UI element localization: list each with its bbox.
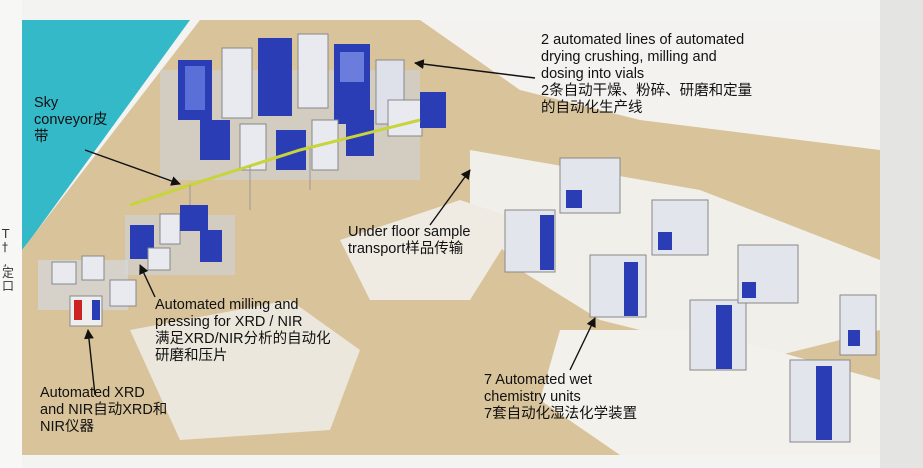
callout-line: 满足XRD/NIR分析的自动化 bbox=[155, 331, 331, 347]
callout-line: 2 automated lines of automated bbox=[541, 32, 745, 48]
callout-line: transport样品传输 bbox=[348, 241, 464, 257]
callout-sky-conveyor: Sky conveyor皮 带 bbox=[34, 95, 107, 146]
arrow-xrd-nir bbox=[84, 329, 96, 396]
callout-line: dosing into vials bbox=[541, 66, 645, 82]
callout-line: 研磨和压片 bbox=[155, 348, 228, 364]
callout-line: Automated XRD bbox=[40, 385, 145, 401]
edge-fragment: 定 bbox=[2, 266, 15, 280]
wet-chemistry-unit-5 bbox=[689, 299, 747, 371]
edge-fragment: † bbox=[2, 240, 8, 254]
callout-line: 7 Automated wet bbox=[484, 372, 593, 388]
callout-line: Automated milling and bbox=[155, 297, 299, 313]
drying-crushing-lines bbox=[160, 33, 446, 180]
callout-line: Under floor sample bbox=[348, 224, 471, 240]
callout-line: Sky bbox=[34, 95, 59, 111]
edge-fragment: T bbox=[2, 227, 10, 241]
arrow-under-floor bbox=[429, 169, 471, 226]
left-margin-panel bbox=[0, 0, 22, 468]
wet-chemistry-unit-4 bbox=[651, 199, 709, 256]
wet-chemistry-unit-7 bbox=[789, 294, 877, 443]
edge-fragments: T † ¸ 定 口 bbox=[2, 228, 14, 293]
arrow-sky-conveyor bbox=[84, 149, 181, 186]
arrow-drying-lines bbox=[414, 59, 536, 79]
callout-line: 2条自动干燥、粉碎、研磨和定量 bbox=[541, 83, 753, 99]
arrow-milling-pressing bbox=[139, 264, 156, 298]
floor-highlight-left bbox=[130, 300, 360, 440]
callout-line: and NIR自动XRD和 bbox=[40, 402, 168, 418]
right-margin-panel bbox=[880, 0, 923, 468]
arrow-wet-chemistry bbox=[569, 317, 596, 371]
callout-line: pressing for XRD / NIR bbox=[155, 314, 303, 330]
callout-line: 7套自动化湿法化学装置 bbox=[484, 406, 638, 422]
wet-chemistry-unit-6 bbox=[737, 244, 799, 304]
callout-drying-lines: 2 automated lines of automated drying cr… bbox=[541, 32, 752, 117]
callout-xrd-nir: Automated XRD and NIR自动XRD和 NIR仪器 bbox=[40, 385, 167, 436]
callout-milling-pressing: Automated milling and pressing for XRD /… bbox=[155, 297, 331, 365]
callout-line: 带 bbox=[34, 129, 49, 145]
callout-line: drying crushing, milling and bbox=[541, 49, 717, 65]
callout-line: 的自动化生产线 bbox=[541, 100, 643, 116]
edge-fragment: 口 bbox=[2, 279, 15, 293]
floor-highlight-top bbox=[420, 20, 880, 150]
edge-fragment: ¸ bbox=[2, 253, 8, 267]
callout-line: chemistry units bbox=[484, 389, 581, 405]
wet-chemistry-unit-1 bbox=[504, 209, 556, 273]
water-left bbox=[22, 20, 190, 250]
callout-wet-chemistry: 7 Automated wet chemistry units 7套自动化湿法化… bbox=[484, 372, 637, 423]
xrd-nir-instruments bbox=[38, 255, 137, 327]
callout-line: NIR仪器 bbox=[40, 419, 94, 435]
callout-under-floor: Under floor sample transport样品传输 bbox=[348, 224, 471, 258]
milling-pressing-cluster bbox=[125, 205, 235, 275]
floor-highlight-center bbox=[340, 200, 520, 300]
sky-conveyor bbox=[129, 118, 421, 207]
wet-chemistry-unit-3 bbox=[589, 254, 647, 318]
callout-line: conveyor皮 bbox=[34, 112, 108, 128]
wet-chemistry-unit-2 bbox=[559, 157, 621, 214]
